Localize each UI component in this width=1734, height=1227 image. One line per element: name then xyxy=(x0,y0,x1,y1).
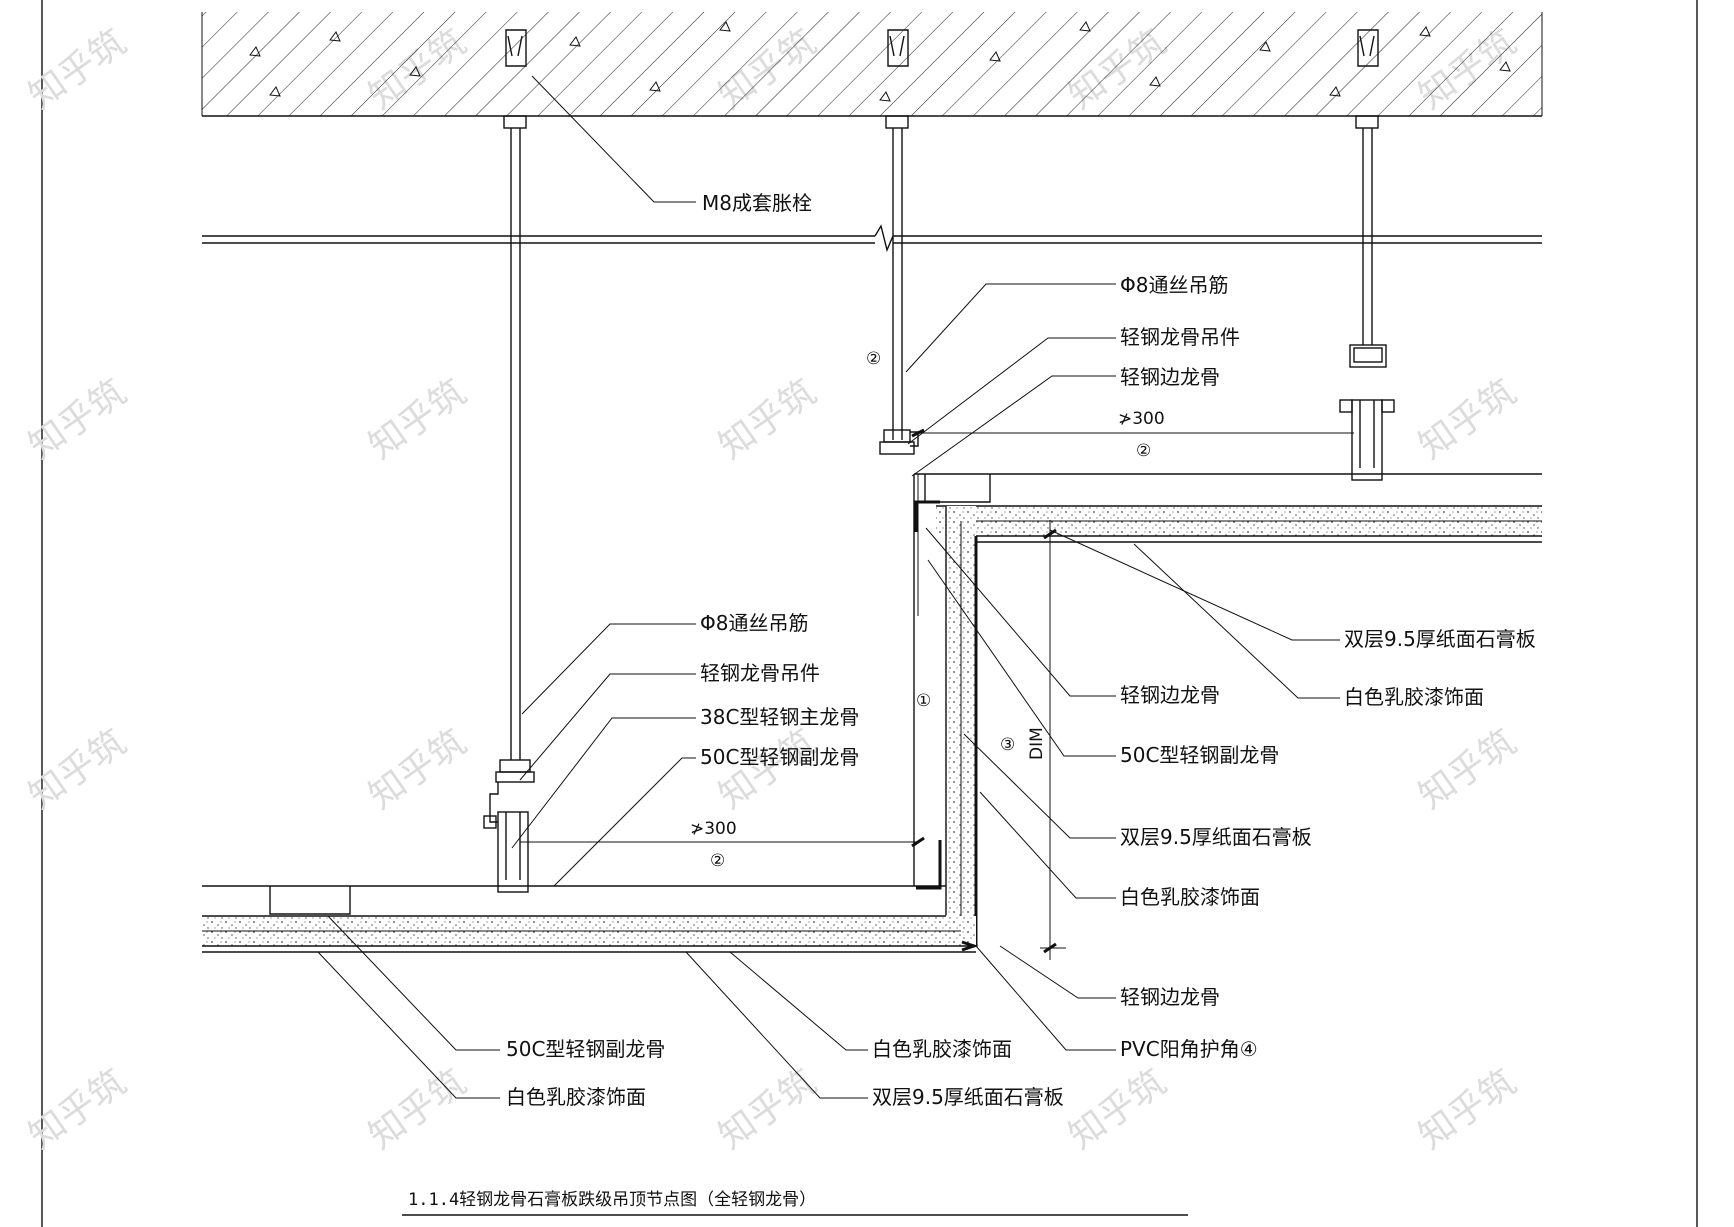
label-sub-50c-left: 50C型轻钢副龙骨 xyxy=(700,745,859,769)
label-edge-top: 轻钢边龙骨 xyxy=(1120,365,1220,389)
svg-text:知乎筑: 知乎筑 xyxy=(22,1062,134,1158)
lower-gypsum-board xyxy=(202,915,979,953)
vertical-gypsum-board xyxy=(914,500,978,946)
svg-text:知乎筑: 知乎筑 xyxy=(362,722,474,818)
svg-text:知乎筑: 知乎筑 xyxy=(22,372,134,468)
label-anchor-bolt: M8成套胀栓 xyxy=(702,191,812,215)
spacing-dimension-bottom: ≯300 ② xyxy=(520,819,925,871)
spacing-bottom-label: ≯300 xyxy=(690,819,737,839)
svg-text:知乎筑: 知乎筑 xyxy=(1412,1062,1524,1158)
label-edge-bottom: 轻钢边龙骨 xyxy=(1120,985,1220,1009)
concrete-slab xyxy=(201,12,1543,117)
svg-text:知乎筑: 知乎筑 xyxy=(1412,372,1524,468)
svg-text:知乎筑: 知乎筑 xyxy=(1062,1062,1174,1158)
svg-text:知乎筑: 知乎筑 xyxy=(712,722,824,818)
label-sub-50c-bottom: 50C型轻钢副龙骨 xyxy=(506,1037,665,1061)
dim-label: DIM xyxy=(1027,727,1047,760)
marker-2-rod: ② xyxy=(866,349,881,369)
marker-2-top-span: ② xyxy=(1136,441,1151,461)
sheet-border xyxy=(41,0,1698,1227)
label-paint-mid: 白色乳胶漆饰面 xyxy=(1120,885,1260,909)
label-rod-left: Φ8通丝吊筋 xyxy=(700,611,808,635)
vertical-edge-channel xyxy=(913,474,942,890)
label-paint-bottom-left: 白色乳胶漆饰面 xyxy=(506,1085,646,1109)
label-main-38c: 38C型轻钢主龙骨 xyxy=(700,705,859,729)
svg-text:知乎筑: 知乎筑 xyxy=(362,1062,474,1158)
label-sub-50c-mid: 50C型轻钢副龙骨 xyxy=(1120,743,1279,767)
anchor-bolt-mid xyxy=(885,29,909,129)
label-paint-bottom-mid: 白色乳胶漆饰面 xyxy=(872,1037,1012,1061)
label-board-mid: 双层9.5厚纸面石膏板 xyxy=(1120,825,1312,849)
break-line xyxy=(202,224,1542,253)
mid-hanger-assembly xyxy=(879,429,919,455)
label-edge-mid: 轻钢边龙骨 xyxy=(1120,683,1220,707)
marker-1: ① xyxy=(916,691,931,711)
svg-text:知乎筑: 知乎筑 xyxy=(1412,722,1524,818)
upper-gypsum-board xyxy=(936,505,1542,543)
leader-lines xyxy=(317,75,1340,1099)
left-hanger-assembly xyxy=(483,759,535,893)
svg-text:知乎筑: 知乎筑 xyxy=(712,1062,824,1158)
label-paint-right-top: 白色乳胶漆饰面 xyxy=(1344,685,1484,709)
hanger-rods xyxy=(510,128,1373,760)
anchor-bolt-right xyxy=(1355,29,1379,129)
drop-dimension: DIM xyxy=(1027,520,1066,960)
drawing-title: 1.1.4轻钢龙骨石膏板跌级吊顶节点图（全轻钢龙骨） xyxy=(408,1189,816,1210)
marker-2-bottom-span: ② xyxy=(710,851,725,871)
label-hanger-left: 轻钢龙骨吊件 xyxy=(700,661,820,685)
marker-3: ③ xyxy=(1000,735,1015,755)
upper-edge-channel xyxy=(914,473,1542,616)
label-rod-top: Φ8通丝吊筋 xyxy=(1120,273,1228,297)
spacing-top-label: ≯300 xyxy=(1118,409,1165,429)
label-pvc-corner: PVC阳角护角④ xyxy=(1120,1037,1258,1061)
label-board-bottom: 双层9.5厚纸面石膏板 xyxy=(872,1085,1064,1109)
callout-labels: M8成套胀栓 Φ8通丝吊筋 轻钢龙骨吊件 轻钢边龙骨 Φ8通丝吊筋 轻钢龙骨吊件… xyxy=(506,191,1536,1109)
label-board-right-top: 双层9.5厚纸面石膏板 xyxy=(1344,627,1536,651)
anchor-bolt-left xyxy=(503,29,527,129)
svg-text:知乎筑: 知乎筑 xyxy=(362,372,474,468)
svg-text:知乎筑: 知乎筑 xyxy=(712,372,824,468)
right-hanger-assembly xyxy=(1339,344,1395,481)
lower-framing xyxy=(202,885,946,915)
label-hanger-top: 轻钢龙骨吊件 xyxy=(1120,325,1240,349)
svg-text:知乎筑: 知乎筑 xyxy=(22,722,134,818)
svg-text:知乎筑: 知乎筑 xyxy=(22,22,134,118)
drawing-title-block: 1.1.4轻钢龙骨石膏板跌级吊顶节点图（全轻钢龙骨） xyxy=(402,1189,1188,1216)
spacing-dimension-top: ≯300 ② xyxy=(911,409,1354,461)
